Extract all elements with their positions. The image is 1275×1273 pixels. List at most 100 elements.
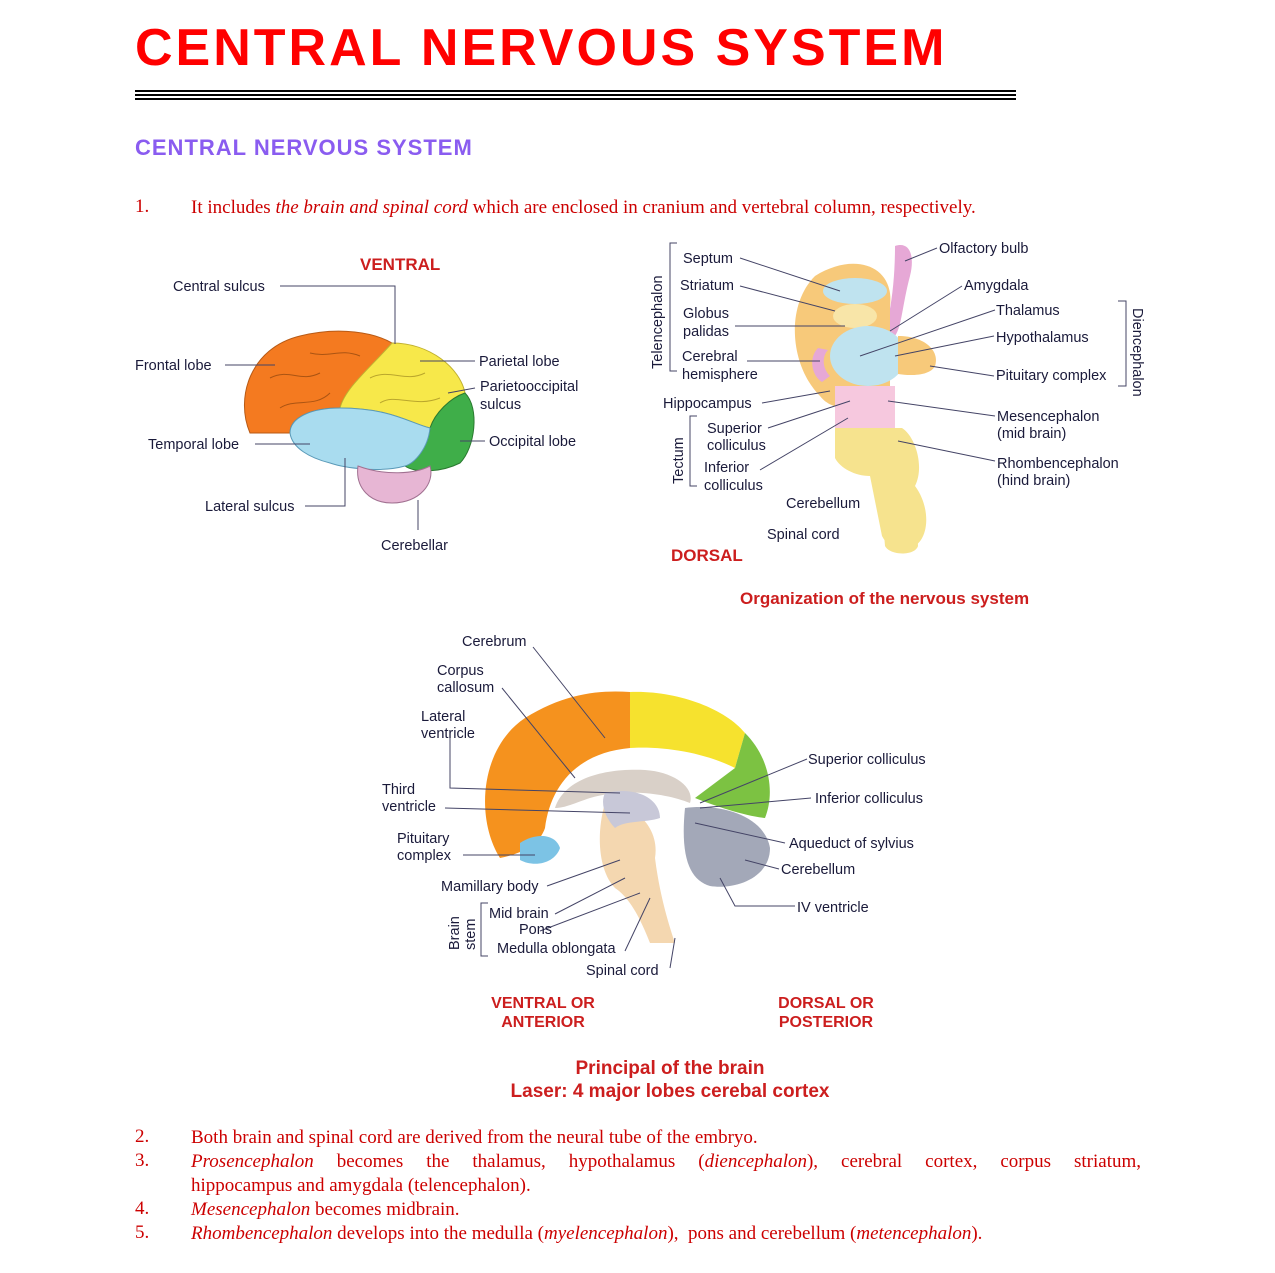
iv-ventricle-label: IV ventricle [797,900,869,916]
dorsal-label: DORSAL [671,546,743,565]
lateral-brain-figure: VENTRAL Central sulcus Frontal lobe Pari… [135,255,578,554]
pituitary-shape [520,836,560,864]
dorsal-posterior-label-2: POSTERIOR [779,1014,874,1031]
item-1-number: 1. [135,196,150,217]
cerebellum-label: Cerebellum [786,496,860,512]
hypothalamus-shape [898,336,936,376]
hippocampus-shape [812,348,830,382]
hypothalamus-label: Hypothalamus [996,330,1089,346]
item-5-text: Rhombencephalon develops into the medull… [191,1223,983,1244]
ventral-anterior-label-2: ANTERIOR [501,1014,585,1031]
superior-colliculus-label-1: Superior [707,421,762,437]
lateral-sulcus-label: Lateral sulcus [205,499,294,515]
cerebrum-front-shape [485,691,630,858]
thalamus-shape [830,326,906,386]
parietooccipital-label-2: sulcus [480,397,521,413]
item-5-number: 5. [135,1222,150,1243]
mamillary-body-label: Mamillary body [441,879,539,895]
temporal-lobe-shape [289,407,431,470]
parietooccipital-label-1: Parietooccipital [480,379,578,395]
medulla-label: Medulla oblongata [497,941,616,957]
title-rule-3 [135,98,1016,100]
item-1-text: It includes the brain and spinal cord wh… [191,197,976,218]
cerebellum-label: Cerebellum [781,862,855,878]
brain-stem-label-2: stem [463,919,479,950]
olfactory-bulb-label: Olfactory bulb [939,241,1028,257]
item-2-number: 2. [135,1126,150,1147]
item-3-number: 3. [135,1150,150,1171]
title-rule-2 [135,94,1016,96]
dorsal-posterior-label-1: DORSAL OR [778,995,874,1012]
page-title: CENTRAL NERVOUS SYSTEM [135,19,948,77]
globus-label-1: Globus [683,306,729,322]
globus-shape [833,304,877,328]
lateral-ventricle-label-2: ventricle [421,726,475,742]
superior-colliculus-label: Superior colliculus [808,752,926,768]
inferior-colliculus-label-2: colliculus [704,478,763,494]
superior-colliculus-label-2: colliculus [707,438,766,454]
third-ventricle-label-2: ventricle [382,799,436,815]
globus-label-2: palidas [683,324,729,340]
organization-caption: Organization of the nervous system [740,589,1029,608]
mesencephalon-shape [835,386,895,431]
item-3-text-line-2: hippocampus and amygdala (telencephalon)… [191,1175,531,1196]
hippocampus-label: Hippocampus [663,396,752,412]
pituitary-complex-label-2: complex [397,848,452,864]
corpus-callosum-label-2: callosum [437,680,494,696]
temporal-lobe-label: Temporal lobe [148,437,239,453]
title-rule-1 [135,90,1016,92]
cerebellar-label: Cerebellar [381,538,448,554]
cerebrum-back-shape [695,733,770,818]
septum-label: Septum [683,251,733,267]
cerebellum-shape [683,807,770,887]
inferior-colliculus-label: Inferior colliculus [815,791,923,807]
ventral-anterior-label-1: VENTRAL OR [491,995,595,1012]
rhombencephalon-label-2: (hind brain) [997,473,1070,489]
item-2-text: Both brain and spinal cord are derived f… [191,1127,758,1148]
pituitary-complex-label-1: Pituitary [397,831,450,847]
cerebrum-label: Cerebrum [462,634,526,650]
cerebral-label-2: hemisphere [682,367,758,383]
amygdala-label: Amygdala [964,278,1029,294]
item-4-text: Mesencephalon becomes midbrain. [191,1199,460,1220]
olfactory-bulb-shape [885,245,912,336]
striatum-label: Striatum [680,278,734,294]
mesencephalon-label-2: (mid brain) [997,426,1066,442]
diencephalon-side-label: Diencephalon [1129,308,1145,397]
spinal-cord-shape [880,486,918,554]
spinal-cord-label: Spinal cord [586,963,659,979]
occipital-lobe-label: Occipital lobe [489,434,576,450]
parietal-lobe-label: Parietal lobe [479,354,560,370]
third-ventricle-label-1: Third [382,782,415,798]
thalamus-label: Thalamus [996,303,1060,319]
rhombencephalon-label-1: Rhombencephalon [997,456,1119,472]
frontal-lobe-label: Frontal lobe [135,358,212,374]
item-3-text: Prosencephalon becomes the thalamus, hyp… [191,1151,1141,1172]
corpus-callosum-shape [555,769,691,808]
striatum-shape [823,278,887,304]
section-heading: CENTRAL NERVOUS SYSTEM [135,135,473,160]
cerebellum-shape [357,465,432,504]
spinal-cord-label: Spinal cord [767,527,840,543]
central-sulcus-label: Central sulcus [173,279,265,295]
aqueduct-label: Aqueduct of sylvius [789,836,914,852]
brainstem-shape [599,803,675,943]
lateral-ventricle-label-1: Lateral [421,709,465,725]
organization-figure: Telencephalon Tectum Diencephalon Septum… [650,241,1145,608]
tectum-side-label: Tectum [671,437,687,484]
cerebral-label-1: Cerebral [682,349,738,365]
pituitary-complex-label: Pituitary complex [996,368,1107,384]
principal-caption-2: Laser: 4 major lobes cerebal cortex [511,1081,830,1102]
mesencephalon-label-1: Mesencephalon [997,409,1099,425]
corpus-callosum-label-1: Corpus [437,663,484,679]
item-4-number: 4. [135,1198,150,1219]
ventral-heading: VENTRAL [360,255,440,274]
cerebrum-top-shape [630,691,745,768]
inferior-colliculus-label-1: Inferior [704,460,749,476]
third-ventricle-shape [603,790,660,828]
sagittal-brain-figure: Cerebrum Corpus callosum Lateral ventric… [382,634,926,1102]
telencephalon-side-label: Telencephalon [650,275,666,369]
principal-caption-1: Principal of the brain [576,1058,765,1079]
mid-brain-label: Mid brain [489,906,549,922]
pons-label: Pons [519,922,552,938]
